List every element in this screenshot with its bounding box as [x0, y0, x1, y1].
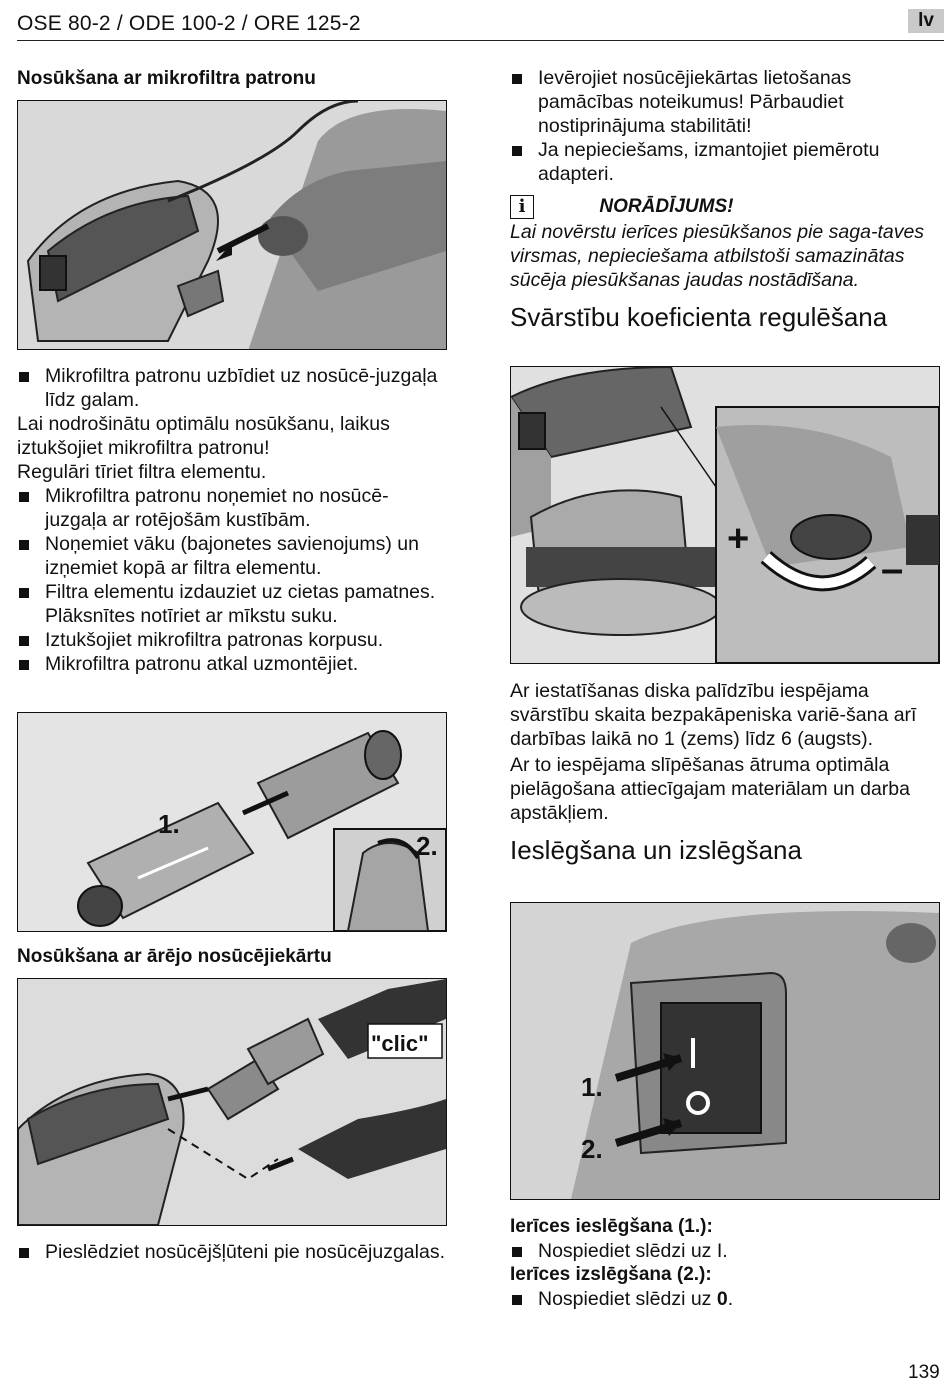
text-dial-adjustment: Ar iestatīšanas diska palīdzību iespējam…: [510, 680, 917, 750]
bullet-switch-on: Nospiediet slēdzi uz I.: [510, 1239, 944, 1263]
note-title: NORĀDĪJUMS!: [599, 196, 734, 217]
section-title-external-extraction: Nosūkšana ar ārējo nosūcējiekārtu: [17, 946, 332, 967]
bullet-slide-cartridge: Mikrofiltra patronu uzbīdiet uz nosūcē-j…: [17, 364, 447, 412]
oscillation-dial-illustration: + –: [511, 367, 939, 663]
plus-label: +: [727, 518, 749, 560]
external-hose-illustration: "clic": [18, 979, 446, 1225]
figure-external-hose: "clic": [17, 978, 447, 1226]
note-text: Lai novērstu ierīces piesūkšanos pie sag…: [510, 221, 925, 291]
note-header: i NORĀDĪJUMS!: [510, 194, 944, 220]
bullet-observe-instructions: Ievērojiet nosūcējiekārtas lietošanas pa…: [510, 66, 944, 138]
cartridge-disassembly-illustration: 1. 2.: [18, 713, 446, 931]
text-clean-filter: Regulāri tīriet filtra elementu.: [17, 461, 267, 483]
page-header-title: OSE 80-2 / ODE 100-2 / ORE 125-2: [17, 12, 361, 35]
section-title-oscillation: Svārstību koeficienta regulēšana: [510, 302, 888, 332]
figure-cartridge-disassembly: 1. 2.: [17, 712, 447, 932]
figure-oscillation-dial: + –: [510, 366, 940, 664]
figure-microfilter-attach: [17, 100, 447, 350]
bullet-connect-hose: Pieslēdziet nosūcējšļūteni pie nosūcējuz…: [17, 1240, 447, 1264]
bullet-empty-housing: Iztukšojiet mikrofiltra patronas korpusu…: [17, 628, 447, 652]
sander-microfilter-illustration: [18, 101, 446, 349]
bullet-use-adapter: Ja nepieciešams, izmantojiet piemērotu a…: [510, 138, 944, 186]
minus-label: –: [881, 547, 903, 591]
step-label-1: 1.: [158, 809, 180, 839]
bullet-switch-off: Nospiediet slēdzi uz 0.: [510, 1287, 944, 1311]
bullet-remove-cover: Noņemiet vāku (bajonetes savienojums) un…: [17, 532, 447, 580]
section-title-microfilter: Nosūkšana ar mikrofiltra patronu: [17, 68, 316, 89]
page-number: 139: [908, 1362, 940, 1383]
info-icon: i: [510, 195, 534, 219]
bullet-knock-filter: Filtra elementu izdauziet uz cietas pama…: [17, 580, 447, 628]
switch-on-title: Ierīces ieslēgšana (1.):: [510, 1216, 713, 1237]
step-label-2: 2.: [416, 831, 438, 861]
language-badge: lv: [908, 9, 944, 33]
text-empty-cartridge: Lai nodrošinātu optimālu nosūkšanu, laik…: [17, 413, 390, 459]
text-speed-optimization: Ar to iespējama slīpēšanas ātruma optimā…: [510, 754, 910, 824]
section-title-switching: Ieslēgšana un izslēgšana: [510, 835, 802, 865]
clic-label: "clic": [371, 1031, 429, 1056]
header-divider: [17, 40, 944, 41]
switch-step-2: 2.: [581, 1134, 603, 1164]
figure-on-off-switch: 1. 2.: [510, 902, 940, 1200]
on-off-switch-illustration: 1. 2.: [511, 903, 939, 1199]
bullet-reassemble: Mikrofiltra patronu atkal uzmontējiet.: [17, 652, 447, 676]
bullet-remove-cartridge: Mikrofiltra patronu noņemiet no nosūcē-j…: [17, 484, 447, 532]
switch-step-1: 1.: [581, 1072, 603, 1102]
switch-off-title: Ierīces izslēgšana (2.):: [510, 1264, 712, 1285]
